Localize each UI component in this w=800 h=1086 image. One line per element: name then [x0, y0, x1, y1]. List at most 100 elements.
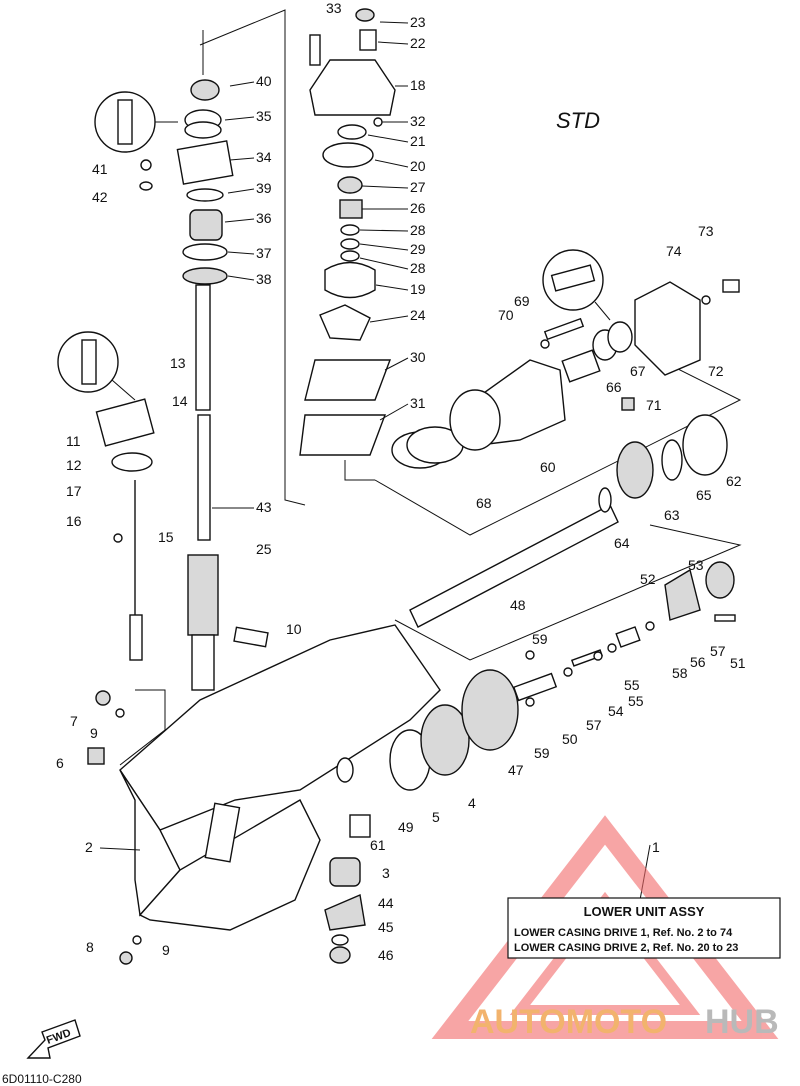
callout-25: 25	[256, 541, 272, 557]
callout-54: 54	[608, 703, 624, 719]
callout-52: 52	[640, 571, 656, 587]
detail-circle-top	[94, 91, 178, 153]
callout-49: 49	[398, 819, 414, 835]
drawing-code: 6D01110-C280	[2, 1072, 82, 1086]
info-box: LOWER UNIT ASSY LOWER CASING DRIVE 1, Re…	[507, 897, 781, 959]
callout-4: 4	[468, 795, 476, 811]
callout-33: 33	[326, 0, 342, 16]
detail-circle-right	[542, 249, 611, 321]
left-fasteners	[87, 690, 142, 965]
callout-38: 38	[256, 271, 272, 287]
callout-39: 39	[256, 180, 272, 196]
callout-29: 29	[410, 241, 426, 257]
callout-67: 67	[630, 363, 646, 379]
fwd-arrow: FWD	[26, 1019, 81, 1059]
callout-72: 72	[708, 363, 724, 379]
bearing-housing-assembly	[391, 279, 740, 499]
watermark-text: AUTOMOTO HUB	[470, 1003, 779, 1041]
callout-61: 61	[370, 837, 386, 853]
callout-74: 74	[666, 243, 682, 259]
callout-32: 32	[410, 113, 426, 129]
callout-51: 51	[730, 655, 746, 671]
callout-36: 36	[256, 210, 272, 226]
callout-19: 19	[410, 281, 426, 297]
std-label: STD	[556, 108, 600, 133]
callout-66: 66	[606, 379, 622, 395]
callout-41: 41	[92, 161, 108, 177]
grouping-frames	[119, 9, 742, 766]
water-pump-parts	[299, 8, 396, 456]
callout-1: 1	[652, 839, 660, 855]
callout-31: 31	[410, 395, 426, 411]
callout-73: 73	[698, 223, 714, 239]
callout-28b: 28	[410, 260, 426, 276]
callout-10: 10	[286, 621, 302, 637]
info-box-line-2: LOWER CASING DRIVE 2, Ref. No. 20 to 23	[514, 942, 738, 954]
callout-63: 63	[664, 507, 680, 523]
callout-37: 37	[256, 245, 272, 261]
callout-57b: 57	[586, 717, 602, 733]
callout-47: 47	[508, 762, 524, 778]
callout-40: 40	[256, 73, 272, 89]
callout-12: 12	[66, 457, 82, 473]
callout-69: 69	[514, 293, 530, 309]
callout-58: 58	[672, 665, 688, 681]
callout-27: 27	[410, 179, 426, 195]
lower-casing	[119, 624, 441, 931]
callout-44: 44	[378, 895, 394, 911]
callout-2: 2	[85, 839, 93, 855]
callout-labels: 1 2 3 4 5 6 7 8 9 9 10 11 12 13 14 15 16…	[56, 0, 746, 963]
callout-26: 26	[410, 200, 426, 216]
callout-70: 70	[498, 307, 514, 323]
callout-8: 8	[86, 939, 94, 955]
callout-45: 45	[378, 919, 394, 935]
callout-59a: 59	[532, 631, 548, 647]
shift-rod-assembly	[95, 398, 155, 661]
callout-24: 24	[410, 307, 426, 323]
callout-64: 64	[614, 535, 630, 551]
info-box-line-1: LOWER CASING DRIVE 1, Ref. No. 2 to 74	[514, 927, 733, 939]
watermark-text-1: AUTOMOTO	[470, 1003, 667, 1041]
callout-23: 23	[410, 14, 426, 30]
callout-28a: 28	[410, 222, 426, 238]
upper-shaft-parts	[139, 79, 234, 285]
callout-5: 5	[432, 809, 440, 825]
callout-46: 46	[378, 947, 394, 963]
callout-60: 60	[540, 459, 556, 475]
callout-34: 34	[256, 149, 272, 165]
propeller-shaft-parts	[324, 487, 736, 964]
callout-71: 71	[646, 397, 662, 413]
callout-15: 15	[158, 529, 174, 545]
callout-20: 20	[410, 158, 426, 174]
callout-57a: 57	[710, 643, 726, 659]
watermark-text-2: HUB	[705, 1003, 779, 1041]
callout-42: 42	[92, 189, 108, 205]
callout-13: 13	[170, 355, 186, 371]
callout-50: 50	[562, 731, 578, 747]
callout-14: 14	[172, 393, 188, 409]
callout-6: 6	[56, 755, 64, 771]
callout-18: 18	[410, 77, 426, 93]
callout-62: 62	[726, 473, 742, 489]
callout-68: 68	[476, 495, 492, 511]
callout-7: 7	[70, 713, 78, 729]
info-box-title: LOWER UNIT ASSY	[584, 904, 705, 919]
detail-circle-mid	[57, 331, 136, 401]
leader-lines	[99, 21, 651, 901]
callout-55b: 55	[628, 693, 644, 709]
drive-shaft	[187, 30, 219, 691]
callout-65: 65	[696, 487, 712, 503]
callout-43: 43	[256, 499, 272, 515]
callout-56: 56	[690, 654, 706, 670]
callout-55a: 55	[624, 677, 640, 693]
callout-9b: 9	[162, 942, 170, 958]
callout-59b: 59	[534, 745, 550, 761]
callout-16: 16	[66, 513, 82, 529]
callout-48: 48	[510, 597, 526, 613]
callout-53: 53	[688, 557, 704, 573]
callout-35: 35	[256, 108, 272, 124]
callout-30: 30	[410, 349, 426, 365]
callout-21: 21	[410, 133, 426, 149]
callout-11: 11	[66, 433, 81, 449]
